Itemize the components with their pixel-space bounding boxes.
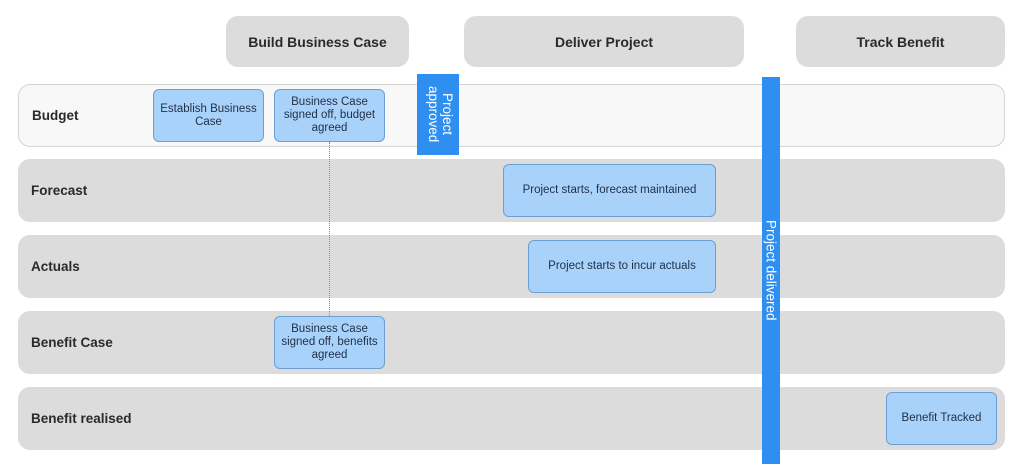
phase-track-benefit: Track Benefit — [796, 16, 1005, 67]
lane-actuals: Actuals — [18, 235, 1005, 298]
step-forecast-maintained: Project starts, forecast maintained — [503, 164, 716, 217]
phase-deliver-project: Deliver Project — [464, 16, 744, 67]
milestone-project-delivered-label: Project delivered — [763, 220, 779, 321]
step-establish-business-case: Establish Business Case — [153, 89, 264, 142]
step-benefit-tracked: Benefit Tracked — [886, 392, 997, 445]
step-budget-agreed: Business Case signed off, budget agreed — [274, 89, 385, 142]
milestone-project-delivered: Project delivered — [762, 77, 780, 464]
step-incur-actuals: Project starts to incur actuals — [528, 240, 716, 293]
lane-label-actuals: Actuals — [31, 259, 80, 274]
milestone-project-approved: Project approved — [417, 74, 459, 155]
phase-build-business-case: Build Business Case — [226, 16, 409, 67]
lane-label-benefit-realised: Benefit realised — [31, 411, 132, 426]
lane-label-benefit-case: Benefit Case — [31, 335, 113, 350]
signoff-connector — [329, 142, 330, 316]
lane-label-budget: Budget — [32, 108, 79, 123]
milestone-project-approved-label: Project approved — [426, 86, 455, 143]
step-benefits-agreed: Business Case signed off, benefits agree… — [274, 316, 385, 369]
lane-benefit-realised: Benefit realised — [18, 387, 1005, 450]
lane-label-forecast: Forecast — [31, 183, 88, 198]
lane-benefit-case: Benefit Case — [18, 311, 1005, 374]
